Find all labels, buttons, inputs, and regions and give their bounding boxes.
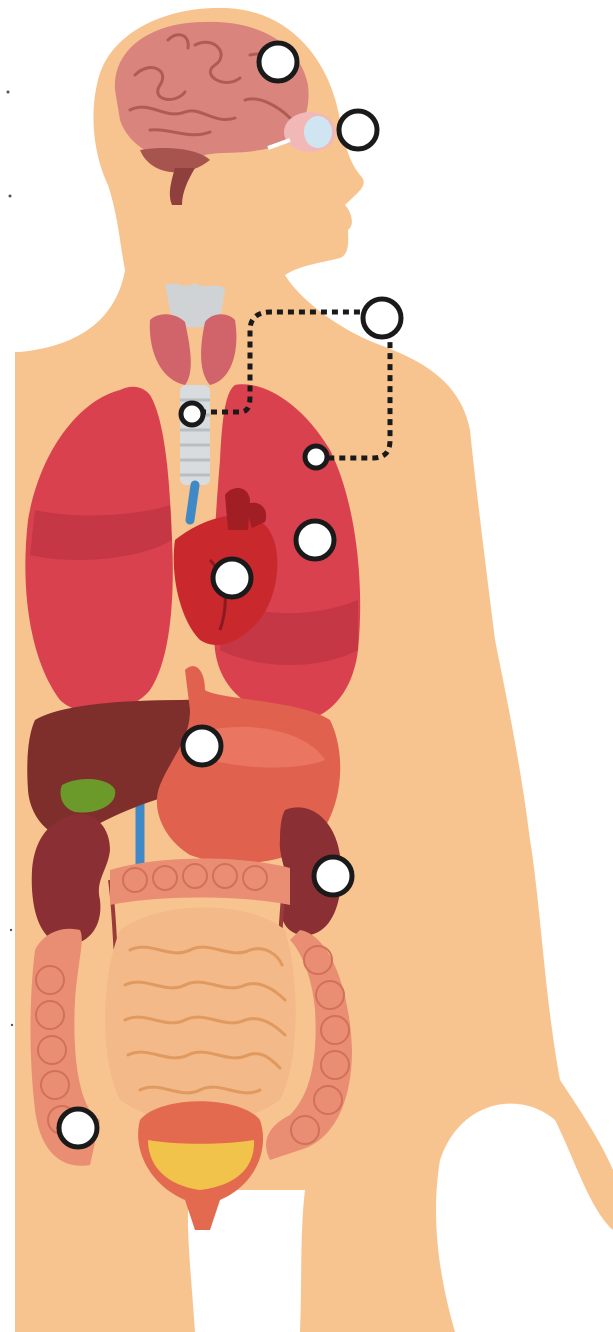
marker-kidney[interactable] [314,857,352,895]
scan-specks [7,91,14,1027]
marker-lung[interactable] [296,521,334,559]
marker-heart[interactable] [213,559,251,597]
marker-colon[interactable] [59,1109,97,1147]
trachea [180,385,210,485]
marker-brain[interactable] [259,43,297,81]
small-intestine [105,908,296,1123]
marker-eye[interactable] [339,111,377,149]
marker-liver[interactable] [183,727,221,765]
marker-lung-upper[interactable] [305,446,327,468]
marker-thymus-callout[interactable] [363,299,401,337]
marker-trachea[interactable] [181,403,203,425]
